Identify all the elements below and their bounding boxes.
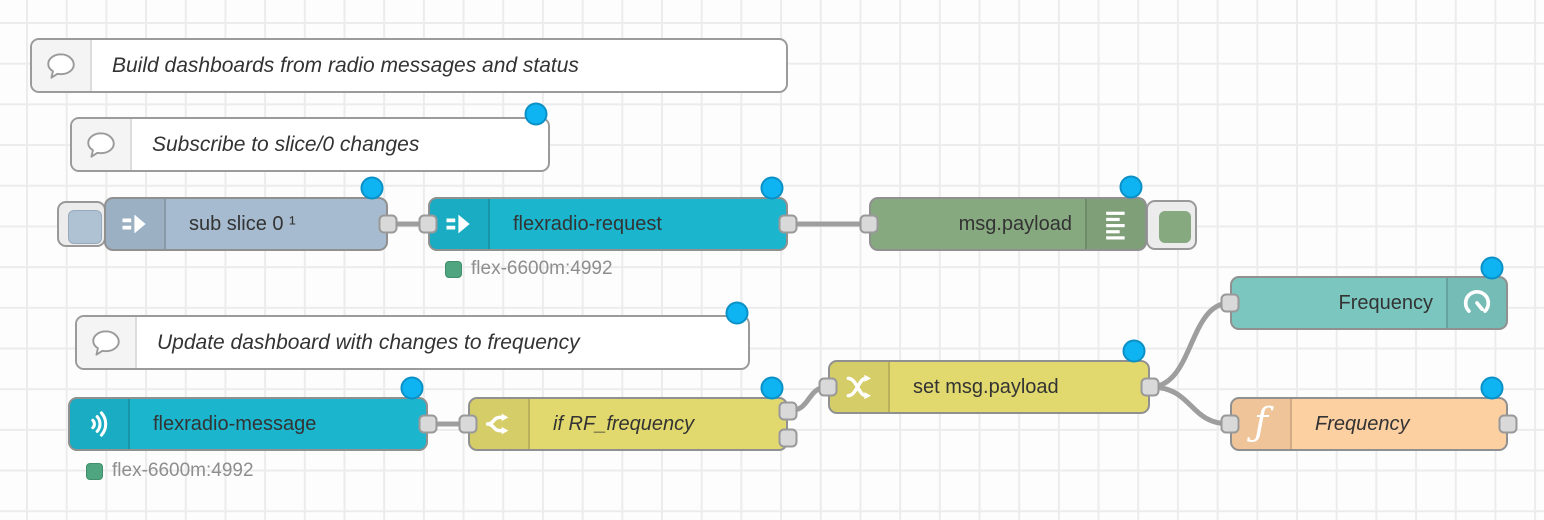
node-status: flex-6600m:4992 [445,258,613,280]
debug-toggle-inner [1159,211,1191,243]
inject-button-inner [68,210,102,244]
comment-label: Update dashboard with changes to frequen… [157,330,580,354]
comment-node-subscribe-slice[interactable]: Subscribe to slice/0 changes [70,117,550,172]
node-label: if RF_frequency [553,412,695,435]
inject-arrow-icon [430,199,490,249]
node-label: msg.payload [958,212,1072,235]
changed-indicator [1119,175,1143,199]
node-inject-sub-slice-0[interactable]: sub slice 0 ¹ [104,197,388,251]
comment-icon [32,40,92,91]
node-debug-msg-payload[interactable]: msg.payload [869,197,1147,251]
changed-indicator [1122,339,1146,363]
output-port[interactable] [778,214,798,234]
input-port[interactable] [859,214,879,234]
node-label: sub slice 0 ¹ [189,212,296,235]
change-swap-icon [830,362,890,412]
node-label: flexradio-message [153,412,317,435]
inject-arrow-icon [106,199,166,249]
status-dot-icon [445,260,462,278]
output-port[interactable] [1498,414,1518,434]
comment-icon [77,317,137,368]
input-port[interactable] [418,214,438,234]
node-status: flex-6600m:4992 [86,460,254,482]
status-text: flex-6600m:4992 [471,258,613,279]
output-port[interactable] [378,214,398,234]
node-switch-if-rf-frequency[interactable]: if RF_frequency [468,397,788,451]
status-text: flex-6600m:4992 [112,460,254,481]
node-label: set msg.payload [913,375,1059,398]
node-ui-gauge-frequency[interactable]: Frequency [1230,276,1508,330]
wire[interactable] [1147,300,1233,390]
node-flexradio-request[interactable]: flexradio-request [428,197,788,251]
inject-button[interactable] [57,201,106,247]
comment-node-update-dashboard[interactable]: Update dashboard with changes to frequen… [75,315,750,370]
changed-indicator [760,376,784,400]
debug-toggle-button[interactable] [1146,200,1197,250]
broadcast-waves-icon [70,399,130,449]
input-port[interactable] [1220,293,1240,313]
input-port[interactable] [818,377,838,397]
comment-label: Subscribe to slice/0 changes [152,132,420,156]
status-dot-icon [86,462,103,480]
changed-indicator [360,176,384,200]
changed-indicator [400,376,424,400]
output-port[interactable] [778,401,798,421]
input-port[interactable] [458,414,478,434]
wire[interactable] [1147,384,1233,427]
node-label: Frequency [1338,291,1434,314]
comment-node-build-dashboards[interactable]: Build dashboards from radio messages and… [30,38,788,93]
gauge-icon [1446,278,1506,328]
node-change-set-msg-payload[interactable]: set msg.payload [828,360,1150,414]
comment-icon [72,119,132,170]
changed-indicator [760,176,784,200]
changed-indicator [1480,376,1504,400]
output-port[interactable] [778,428,798,448]
node-function-frequency[interactable]: ƒ Frequency [1230,397,1508,451]
switch-icon [470,399,530,449]
node-label: Frequency [1315,412,1410,435]
svg-text:ƒ: ƒ [1247,402,1274,444]
output-port[interactable] [418,414,438,434]
node-label: flexradio-request [513,212,662,235]
input-port[interactable] [1220,414,1240,434]
function-icon: ƒ [1232,399,1292,449]
node-flexradio-message[interactable]: flexradio-message [68,397,428,451]
debug-list-icon [1085,199,1145,249]
output-port[interactable] [1140,377,1160,397]
comment-label: Build dashboards from radio messages and… [112,53,579,77]
